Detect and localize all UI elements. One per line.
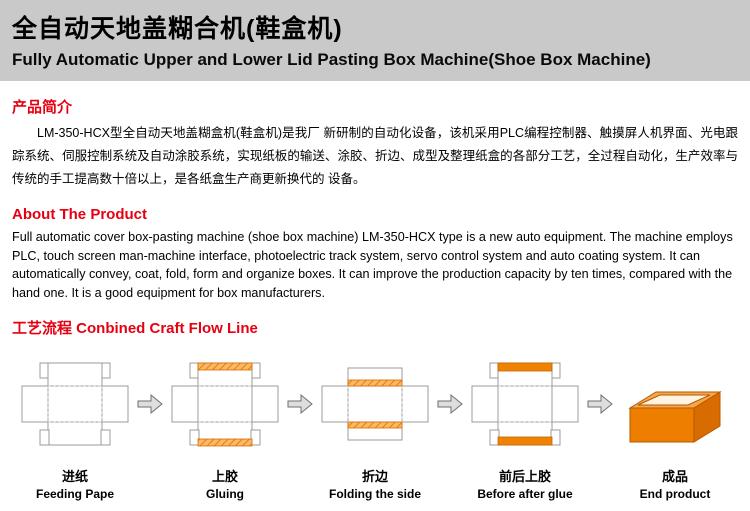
section-craft-flow: 工艺流程 Conbined Craft Flow Line [0, 317, 750, 501]
step-label-en: Folding the side [329, 486, 421, 501]
flow-arrow-icon [136, 354, 164, 416]
about-body-text: Full automatic cover box-pasting machine… [12, 230, 733, 300]
step-label-en: Before after glue [477, 486, 573, 501]
about-heading: About The Product [12, 206, 147, 224]
page-title-chinese: 全自动天地盖糊合机(鞋盒机) [12, 15, 343, 43]
flow-step-feeding: 进纸 Feeding Pape [14, 354, 136, 501]
step-label-cn: 进纸 [61, 468, 88, 484]
flow-step-folding: 折边 Folding the side [314, 354, 436, 501]
step-label-cn: 成品 [661, 468, 688, 484]
flow-step-end-product: 成品 End product [614, 354, 736, 501]
section-about-product: About The Product Full automatic cover b… [0, 206, 750, 302]
box-blank-glued-diagram [171, 362, 279, 447]
page-title-english: Fully Automatic Upper and Lower Lid Past… [12, 50, 651, 69]
header-banner: 全自动天地盖糊合机(鞋盒机) Fully Automatic Upper and… [0, 0, 750, 81]
step-label-en: Feeding Pape [35, 486, 115, 501]
finished-box-diagram [628, 390, 722, 443]
flow-arrow-icon [286, 354, 314, 416]
step-label-en: End product [639, 486, 711, 501]
flow-step-gluing: 上胶 Gluing [164, 354, 286, 501]
flow-step-before-after-glue: 前后上胶 Before after glue [464, 354, 586, 501]
flow-diagram-row: 进纸 Feeding Pape [12, 354, 738, 501]
box-blank-folded-diagram [321, 367, 429, 441]
step-label-cn: 前后上胶 [498, 468, 551, 484]
intro-heading: 产品简介 [12, 99, 73, 116]
step-label-cn: 折边 [361, 468, 388, 484]
step-label-cn: 上胶 [211, 468, 238, 484]
step-label-en: Gluing [206, 486, 244, 501]
flow-arrow-icon [436, 354, 464, 416]
intro-body-text: LM-350-HCX型全自动天地盖糊盒机(鞋盒机)是我厂 新研制的自动化设备，该… [12, 126, 738, 187]
section-product-intro: 产品简介 LM-350-HCX型全自动天地盖糊盒机(鞋盒机)是我厂 新研制的自动… [0, 96, 750, 191]
flow-arrow-icon [586, 354, 614, 416]
flow-heading: 工艺流程 Conbined Craft Flow Line [12, 319, 258, 337]
box-blank-before-after-glue-diagram [471, 362, 579, 446]
box-blank-diagram [21, 362, 129, 446]
